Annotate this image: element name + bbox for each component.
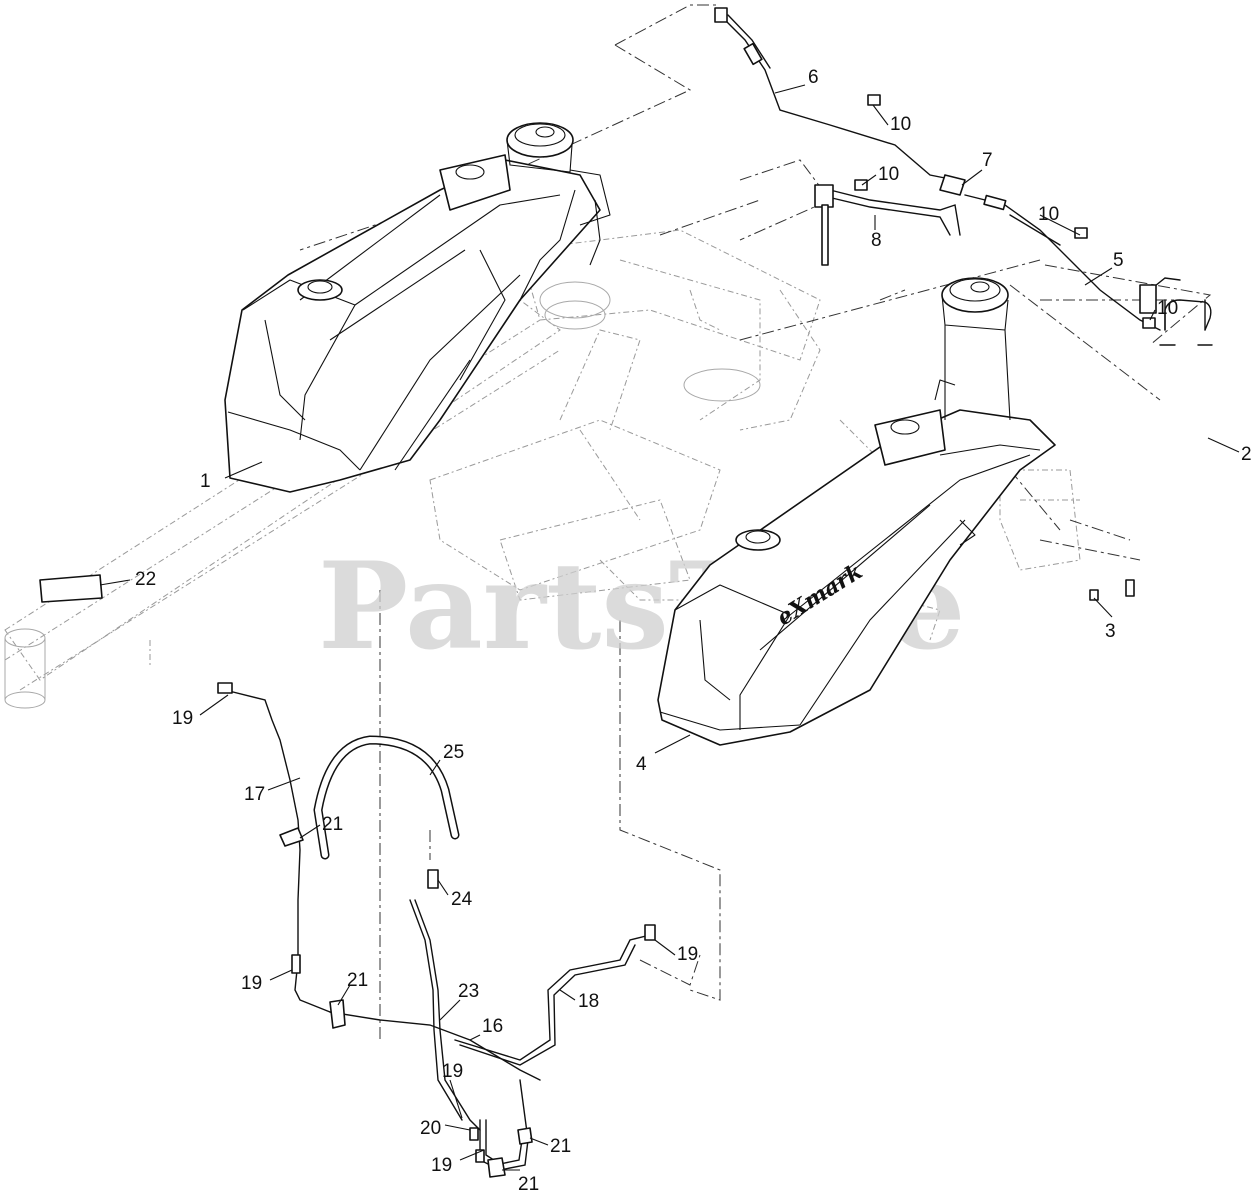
callout-labels: 1 2 3 4 5 6 7 8 10 10 10 10 16 17 18 19 … — [135, 67, 1252, 1195]
phantom-reference-lines — [299, 4, 1212, 1040]
callout-24: 24 — [451, 889, 473, 910]
callout-5: 5 — [1113, 250, 1124, 271]
upper-fuel-lines — [714, 7, 1181, 331]
callout-2: 2 — [1241, 444, 1252, 465]
fasteners — [1089, 579, 1135, 601]
callout-4: 4 — [636, 754, 647, 775]
callout-21-d: 21 — [518, 1174, 539, 1195]
callout-7: 7 — [982, 150, 993, 171]
callout-10-d: 10 — [1157, 298, 1178, 319]
callout-19-a: 19 — [172, 708, 193, 729]
callout-21-b: 21 — [347, 970, 368, 991]
callout-10-c: 10 — [1038, 204, 1059, 225]
callout-21-a: 21 — [322, 814, 343, 835]
callout-16: 16 — [482, 1016, 503, 1037]
callout-21-c: 21 — [550, 1136, 571, 1157]
callout-6: 6 — [808, 67, 819, 88]
callout-17: 17 — [244, 784, 265, 805]
callout-22: 22 — [135, 569, 156, 590]
right-fuel-tank: eXmark — [657, 277, 1056, 746]
callout-19-b: 19 — [241, 973, 262, 994]
lower-hose-assembly — [217, 682, 656, 1178]
callout-10-b: 10 — [878, 164, 899, 185]
callout-25: 25 — [443, 742, 464, 763]
callout-18: 18 — [578, 991, 599, 1012]
decal-part — [39, 574, 103, 603]
left-fuel-tank — [224, 122, 611, 493]
callout-3: 3 — [1105, 621, 1116, 642]
callout-19-e: 19 — [431, 1155, 452, 1176]
callout-19-d: 19 — [442, 1061, 463, 1082]
callout-1: 1 — [200, 471, 211, 492]
u-shaped-hose — [1159, 299, 1213, 346]
callout-20: 20 — [420, 1118, 441, 1139]
leader-lines — [99, 84, 1240, 1171]
callout-23: 23 — [458, 981, 479, 1002]
callout-19-c: 19 — [677, 944, 698, 965]
callout-8: 8 — [871, 230, 882, 251]
callout-10-a: 10 — [890, 114, 911, 135]
